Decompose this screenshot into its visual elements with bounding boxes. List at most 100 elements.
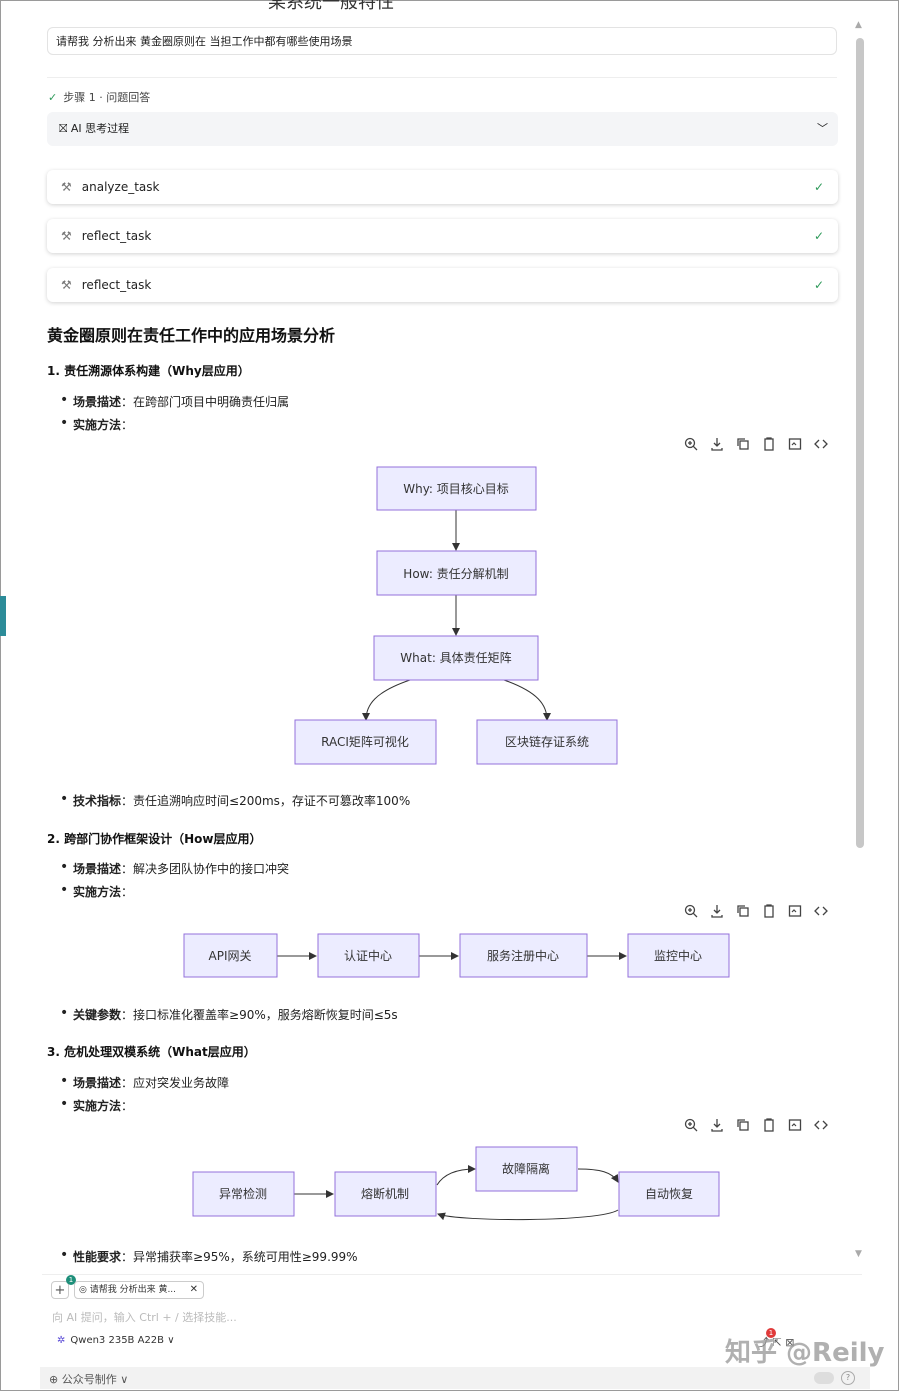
code-icon[interactable]	[813, 1117, 829, 1133]
user-question: 请帮我 分析出来 黄金圈原则在 当担工作中都有哪些使用场景	[47, 27, 837, 55]
section-heading: 2. 跨部门协作框架设计（How层应用）	[47, 832, 262, 846]
section-heading: 3. 危机处理双模系统（What层应用）	[47, 1045, 256, 1059]
flow-edge	[503, 679, 551, 721]
model-selector[interactable]: ✲Qwen3 235B A22B ∨	[57, 1335, 175, 1346]
flow-node: 异常检测	[192, 1171, 295, 1217]
svg-text:故障隔离: 故障隔离	[502, 1161, 550, 1176]
chip-label: 请帮我 分析出来 黄...	[89, 1285, 177, 1295]
wrench-icon: ⚒	[61, 278, 72, 292]
thinking-icon: ⛝	[59, 122, 71, 135]
copy-icon[interactable]	[735, 1117, 751, 1133]
scroll-up-icon[interactable]: ▲	[855, 20, 862, 30]
bullet-value: ：解决多团队协作中的接口冲突	[121, 862, 290, 876]
add-context-button[interactable]: +	[51, 1281, 69, 1299]
page-heading-cut: 某系统一般特性	[268, 0, 394, 13]
diagram-toolbar	[683, 1116, 833, 1134]
globe-icon: ⊕	[49, 1373, 62, 1386]
bullet-key: 场景描述	[73, 395, 122, 409]
watermark: 知乎 @Reily	[725, 1338, 885, 1368]
bullet-item: 实施方法：	[60, 882, 134, 900]
task-card[interactable]: ⚒analyze_task ✓	[47, 170, 838, 204]
copy-icon[interactable]	[735, 436, 751, 452]
task-name: reflect_task	[81, 229, 152, 243]
bullet-value: ：	[121, 1099, 134, 1113]
check-icon: ✓	[813, 180, 824, 194]
flow-node: 区块链存证系统	[476, 719, 618, 765]
image-icon[interactable]	[787, 903, 803, 919]
bullet-value: ：责任追溯响应时间≤200ms，存证不可篡改率100%	[121, 794, 411, 808]
check-icon: ✓	[813, 229, 824, 243]
chat-input-placeholder[interactable]: 向 AI 提问，输入 Ctrl + / 选择技能...	[52, 1311, 237, 1324]
answer-title: 黄金圈原则在责任工作中的应用场景分析	[47, 326, 336, 345]
flow-node: Why: 项目核心目标	[376, 466, 537, 511]
zoom-icon[interactable]	[683, 436, 699, 452]
model-icon: ✲	[57, 1335, 66, 1346]
flowchart-responsibility: Why: 项目核心目标 How: 责任分解机制 What: 具体责任矩阵 RAC…	[294, 466, 618, 765]
bullet-key: 实施方法	[73, 1099, 122, 1113]
flow-node: RACI矩阵可视化	[294, 719, 437, 765]
bullet-item: 技术指标：责任追溯响应时间≤200ms，存证不可篡改率100%	[60, 791, 411, 809]
bullet-item: 场景描述：在跨部门项目中明确责任归属	[60, 392, 289, 410]
tool-icons[interactable]: ⤴ ⇱ ⊠	[758, 1336, 795, 1349]
flow-node: API网关	[183, 933, 278, 978]
check-icon: ✓	[48, 91, 58, 104]
bullet-key: 关键参数	[73, 1008, 122, 1022]
svg-text:熔断机制: 熔断机制	[361, 1186, 409, 1201]
bullet-item: 关键参数：接口标准化覆盖率≥90%，服务熔断恢复时间≤5s	[60, 1005, 398, 1023]
workspace-label: 公众号制作	[61, 1373, 117, 1386]
copy-icon[interactable]	[735, 903, 751, 919]
clipboard-icon[interactable]	[761, 903, 777, 919]
scroll-down-icon[interactable]: ▼	[855, 1249, 862, 1259]
download-icon[interactable]	[709, 903, 725, 919]
thinking-toggle[interactable]: ⛝ AI 思考过程 ﹀	[47, 112, 838, 146]
clipboard-icon[interactable]	[761, 436, 777, 452]
image-icon[interactable]	[787, 1117, 803, 1133]
svg-text:Why: 项目核心目标: Why: 项目核心目标	[403, 482, 509, 496]
task-card[interactable]: ⚒ reflect_task ✓	[47, 268, 838, 302]
bullet-key: 性能要求	[73, 1250, 122, 1264]
task-card[interactable]: ⚒reflect_task ✓	[47, 219, 838, 253]
flowchart-collaboration: API网关 认证中心 服务注册中心 监控中心	[183, 933, 730, 978]
context-chip[interactable]: ◎ 请帮我 分析出来 黄... ✕	[74, 1281, 204, 1299]
svg-text:自动恢复: 自动恢复	[645, 1187, 693, 1201]
image-icon[interactable]	[787, 436, 803, 452]
bullet-value: ：	[121, 418, 134, 432]
scrollbar-thumb[interactable]	[856, 38, 864, 848]
flow-edge	[437, 1209, 619, 1221]
context-count-badge: 1	[66, 1275, 76, 1285]
diagram-toolbar	[683, 902, 833, 920]
check-icon: ✓	[813, 278, 824, 292]
svg-text:服务注册中心: 服务注册中心	[487, 948, 559, 963]
help-icon[interactable]: ?	[841, 1371, 855, 1385]
section-heading: 1. 责任溯源体系构建（Why层应用）	[47, 364, 250, 378]
bullet-key: 场景描述	[73, 862, 122, 876]
wrench-icon: ⚒	[61, 180, 72, 194]
flow-edge	[362, 679, 411, 721]
bullet-key: 实施方法	[73, 418, 122, 432]
close-icon[interactable]: ✕	[189, 1284, 198, 1295]
side-panel-tab[interactable]	[0, 596, 6, 636]
bullet-value: ：	[121, 885, 134, 899]
svg-text:RACI矩阵可视化: RACI矩阵可视化	[321, 734, 409, 749]
zoom-icon[interactable]	[683, 903, 699, 919]
clipboard-icon[interactable]	[761, 1117, 777, 1133]
svg-text:What: 具体责任矩阵: What: 具体责任矩阵	[400, 651, 511, 665]
bullet-value: ：接口标准化覆盖率≥90%，服务熔断恢复时间≤5s	[121, 1008, 398, 1022]
workspace-selector[interactable]: ⊕ 公众号制作 ∨	[49, 1371, 128, 1387]
toggle-switch[interactable]	[814, 1372, 834, 1384]
code-icon[interactable]	[813, 436, 829, 452]
download-icon[interactable]	[709, 1117, 725, 1133]
download-icon[interactable]	[709, 436, 725, 452]
bullet-item: 场景描述：解决多团队协作中的接口冲突	[60, 859, 290, 877]
task-name: reflect_task	[81, 278, 152, 292]
flow-edge	[436, 1165, 476, 1186]
flowchart-crisis: 异常检测 熔断机制 故障隔离 自动恢复	[192, 1146, 720, 1221]
code-icon[interactable]	[813, 903, 829, 919]
svg-text:API网关: API网关	[209, 949, 252, 963]
zoom-icon[interactable]	[683, 1117, 699, 1133]
model-label: Qwen3 235B A22B	[70, 1335, 165, 1346]
svg-text:异常检测: 异常检测	[219, 1186, 267, 1201]
flow-node: What: 具体责任矩阵	[373, 635, 539, 681]
thinking-label: AI 思考过程	[70, 122, 130, 135]
chat-icon: ◎	[79, 1285, 90, 1295]
